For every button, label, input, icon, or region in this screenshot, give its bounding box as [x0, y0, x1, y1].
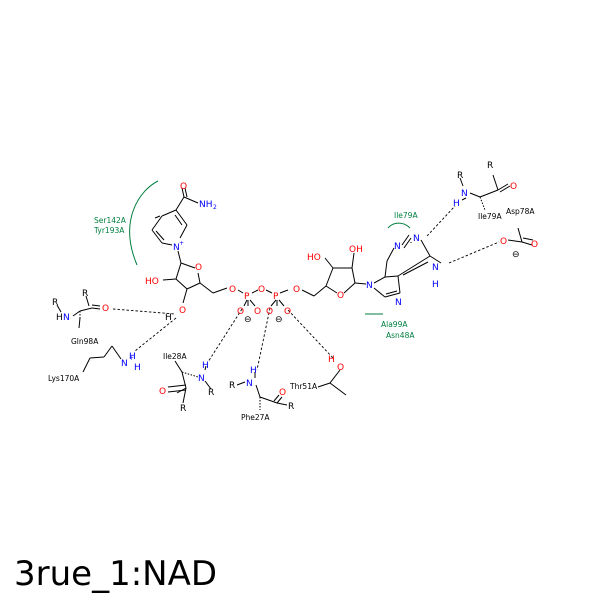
- label-ile79-hyd: Ile79A: [394, 211, 418, 220]
- ile79-r2: R: [487, 161, 493, 171]
- atom-n-ad9: N: [366, 281, 373, 291]
- residue-atoms: R R H N O N + H H H N R O R H N R O R H …: [52, 161, 538, 414]
- atom-o-ring2: O: [337, 291, 344, 301]
- atom-o-link2: O: [293, 285, 300, 295]
- ligand-bonds: [56, 174, 534, 410]
- atom-minus-p2: ⊖: [275, 315, 283, 325]
- page-title: 3rue_1:NAD: [14, 554, 217, 594]
- hydrophobic-arc-ile79: [387, 222, 411, 229]
- lys170-h1: H: [129, 352, 136, 362]
- lys170-plus: +: [129, 355, 134, 362]
- atom-nh-ad: N: [432, 263, 439, 273]
- label-lys170: Lys170A: [48, 374, 80, 383]
- asp78-o2: O: [531, 240, 538, 250]
- atom-o-ring1: O: [195, 263, 202, 273]
- gln98-o: O: [102, 304, 109, 314]
- ile79-n: N: [461, 189, 468, 199]
- label-thr51: Thr51A: [289, 382, 318, 391]
- atom-ho-ribose: HO: [145, 277, 159, 287]
- gln98-n: N: [63, 313, 70, 323]
- thr51-o: O: [337, 363, 344, 373]
- atom-n-plus: N: [173, 243, 180, 253]
- hydrogen-bonds: [112, 205, 500, 371]
- label-phe27: Phe27A: [241, 413, 270, 422]
- atom-h-lower: H: [165, 313, 172, 323]
- atom-p1: P: [244, 292, 250, 302]
- ile28-r2: R: [180, 404, 186, 414]
- ile28-r1: R: [208, 388, 214, 398]
- label-asn48: Asn48A: [386, 331, 415, 340]
- atom-o-p2b: O: [284, 307, 291, 317]
- ile28-o: O: [159, 387, 166, 397]
- phe27-h: H: [250, 366, 257, 376]
- atom-n-ad3: N: [394, 242, 401, 252]
- label-asp78: Asp78A: [506, 207, 535, 216]
- label-ile28: Ile28A: [163, 352, 187, 361]
- label-gln98: Gln98A: [71, 337, 99, 346]
- atom-n-ad7: N: [395, 298, 402, 308]
- atom-minus-p1: ⊖: [244, 315, 252, 325]
- lys170-n: N: [121, 359, 128, 369]
- atom-nh2: NH: [199, 200, 213, 210]
- atom-o-link1: O: [229, 285, 236, 295]
- atom-oh-ribose2: OH: [349, 245, 363, 255]
- label-ile79: Ile79A: [478, 212, 502, 221]
- hydrophobic-contacts: [129, 180, 411, 315]
- atom-o-ho-lower: O: [179, 306, 186, 316]
- phe27-n: N: [246, 379, 253, 389]
- atom-o-p2a: O: [266, 307, 273, 317]
- thr51-h: H: [328, 355, 335, 365]
- label-ser142: Ser142A: [94, 216, 127, 225]
- lys170-h2: H: [134, 363, 141, 373]
- asp78-o1: O: [500, 237, 507, 247]
- atom-nh2-sub: 2: [213, 204, 217, 211]
- atom-o-amide: O: [180, 182, 187, 192]
- gln98-r1: R: [52, 298, 58, 308]
- ligand-atoms: O NH 2 N + O HO O H O P O O ⊖ O P O O ⊖ …: [145, 182, 439, 325]
- phe27-r1: R: [229, 381, 235, 391]
- atom-o-p1a: O: [237, 307, 244, 317]
- label-tyr193: Tyr193A: [93, 226, 125, 235]
- atom-ho-ribose2: HO: [307, 253, 321, 263]
- gln98-h: H: [56, 313, 63, 323]
- atom-n-ad1: N: [413, 234, 420, 244]
- asp78-minus: ⊖: [512, 250, 520, 260]
- ile79-o: O: [510, 182, 517, 192]
- gln98-r2: R: [82, 289, 88, 299]
- ile28-n: N: [198, 374, 205, 384]
- hydrophobic-arc-ser142: [129, 180, 159, 266]
- atom-o-p1b: O: [254, 307, 261, 317]
- atom-o-bridge: O: [258, 285, 265, 295]
- residue-labels: Ser142A Tyr193A Gln98A Lys170A Ile28A Ph…: [48, 207, 535, 422]
- phe27-o: O: [279, 388, 286, 398]
- ile79-r1: R: [457, 171, 463, 181]
- atom-p2: P: [273, 292, 279, 302]
- label-ala99: Ala99A: [381, 320, 408, 329]
- atom-h-ad: H: [432, 280, 439, 290]
- atom-plus: +: [179, 240, 184, 247]
- ile79-h: H: [453, 199, 460, 209]
- phe27-r2: R: [288, 402, 294, 412]
- ile28-h: H: [202, 361, 209, 371]
